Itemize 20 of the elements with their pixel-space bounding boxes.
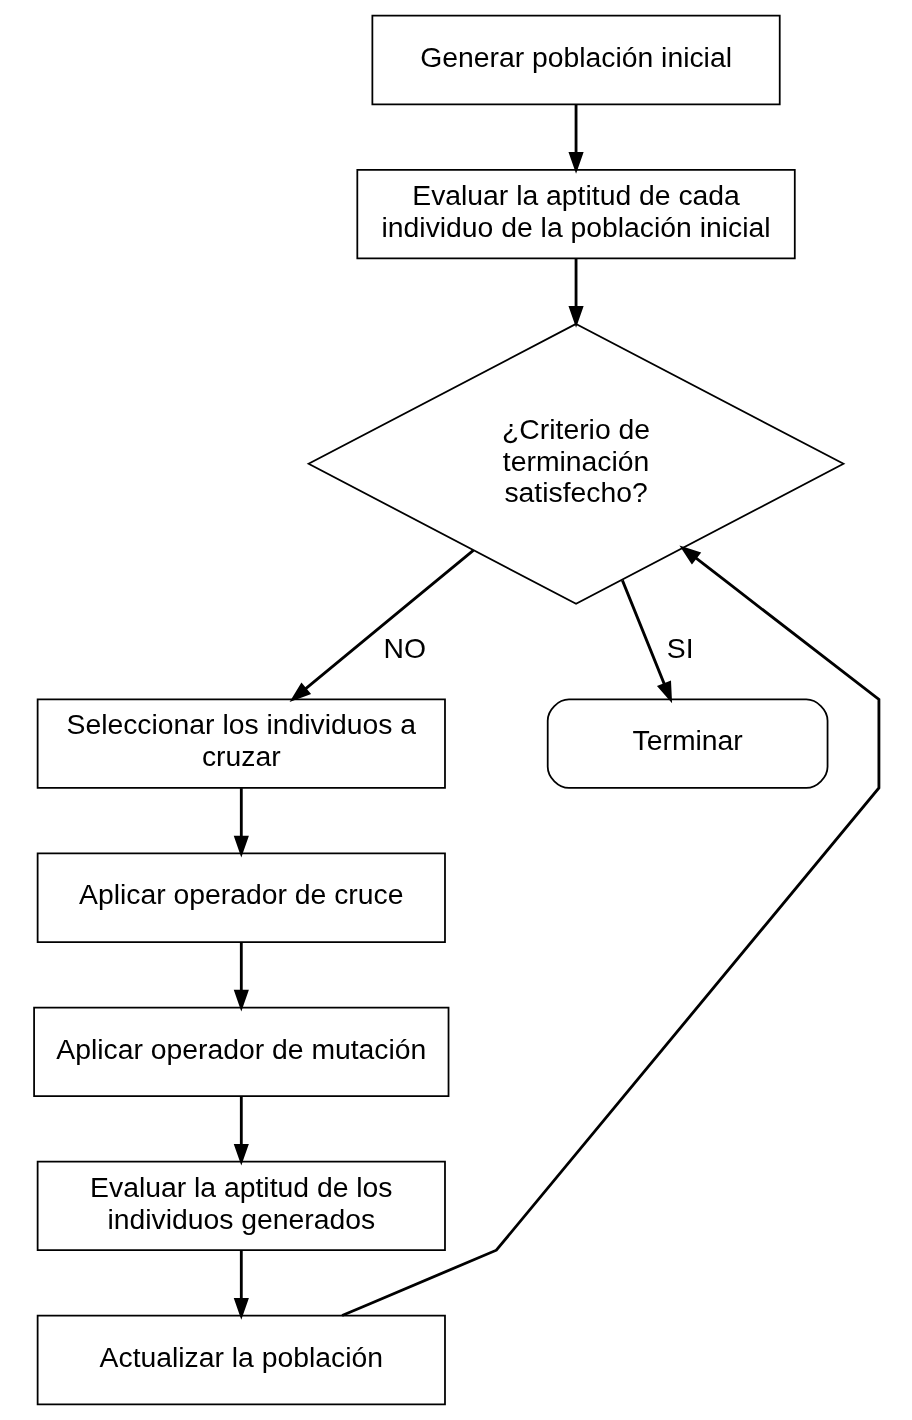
node-box: Aplicar operador de mutación xyxy=(32,1006,449,1097)
edge-label: NO xyxy=(382,632,426,665)
arrow xyxy=(620,579,672,704)
node-box: Terminar xyxy=(546,698,828,789)
node-box: Generar población inicial xyxy=(371,14,781,106)
edge-label: SI xyxy=(666,632,694,665)
node-box: Evaluar la aptitud de cada individuo de la población inicial xyxy=(355,168,796,260)
arrow xyxy=(567,258,584,328)
arrow xyxy=(233,1250,249,1320)
node-box: Evaluar la aptitud de los individuos generados xyxy=(36,1160,446,1252)
node-diamond: ¿Criterio de terminación satisfecho? xyxy=(306,322,845,605)
node-box: Actualizar la población xyxy=(36,1314,446,1406)
node-box: Aplicar operador de cruce xyxy=(36,852,446,943)
arrow xyxy=(233,942,249,1012)
arrow xyxy=(289,549,474,703)
arrow xyxy=(567,104,584,174)
arrow xyxy=(341,545,880,1317)
arrow xyxy=(233,1096,249,1166)
node-box: Seleccionar los individuos a cruzar xyxy=(36,698,446,789)
arrow xyxy=(233,788,249,858)
